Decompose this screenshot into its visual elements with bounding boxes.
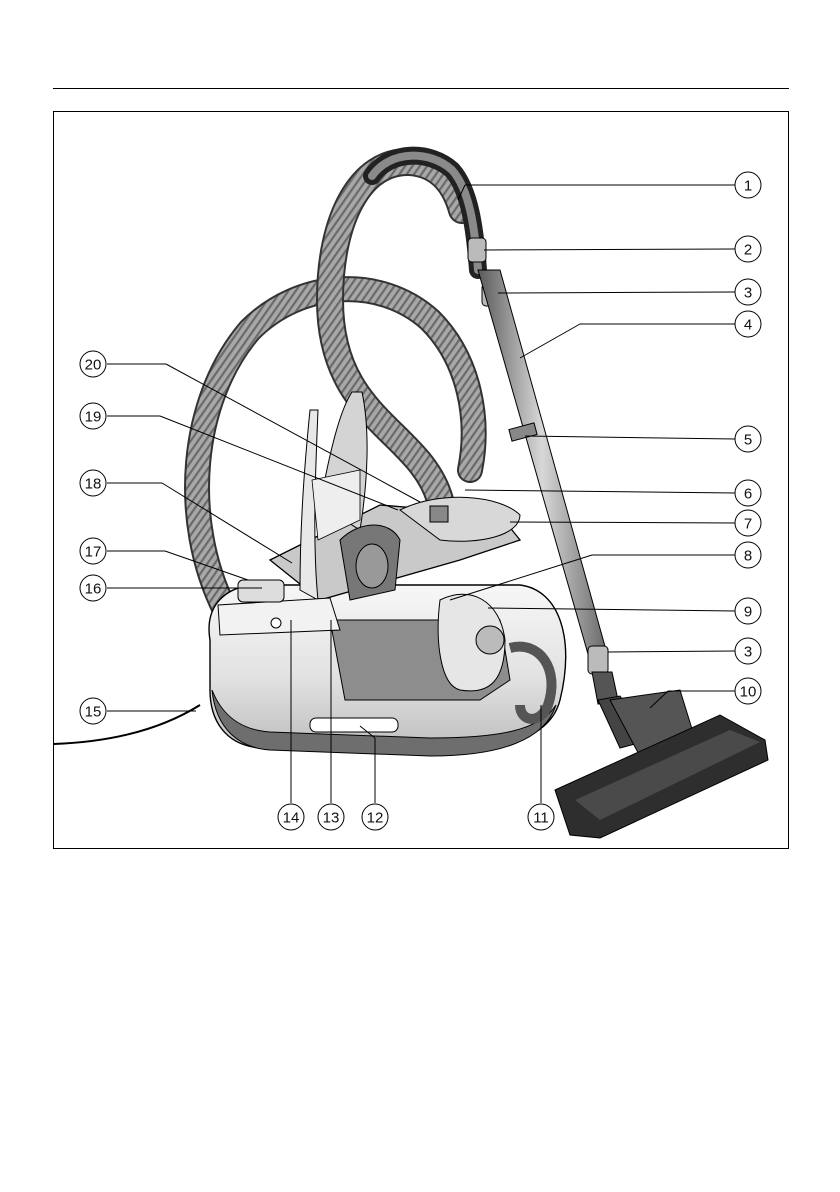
svg-text:8: 8 — [744, 548, 752, 565]
svg-text:19: 19 — [85, 409, 102, 426]
svg-text:14: 14 — [283, 810, 300, 827]
svg-text:2: 2 — [744, 242, 752, 259]
svg-text:1: 1 — [744, 178, 752, 195]
callout-18: 18 — [80, 470, 106, 496]
callout-6: 6 — [735, 480, 761, 506]
svg-text:15: 15 — [85, 704, 102, 721]
callout-10: 10 — [735, 678, 761, 704]
leader-7 — [510, 522, 735, 523]
callout-14: 14 — [278, 804, 304, 830]
svg-text:5: 5 — [744, 432, 752, 449]
svg-text:20: 20 — [85, 357, 102, 374]
svg-text:16: 16 — [85, 581, 102, 598]
leader-3b — [608, 651, 735, 652]
callout-15: 15 — [80, 698, 106, 724]
svg-text:3: 3 — [744, 644, 752, 661]
svg-text:13: 13 — [323, 810, 340, 827]
callout-19: 19 — [80, 403, 106, 429]
callout-13: 13 — [318, 804, 344, 830]
callout-20: 20 — [80, 351, 106, 377]
callout-16: 16 — [80, 575, 106, 601]
svg-text:12: 12 — [367, 810, 384, 827]
leader-5 — [525, 436, 735, 439]
leader-6 — [465, 490, 735, 493]
svg-text:10: 10 — [740, 684, 757, 701]
callout-8: 8 — [735, 542, 761, 568]
callout-4: 4 — [735, 311, 761, 337]
tube-release-lower — [588, 646, 608, 674]
leader-2 — [484, 249, 735, 250]
svg-text:18: 18 — [85, 476, 102, 493]
leader-3a — [498, 292, 735, 293]
callout-5: 5 — [735, 426, 761, 452]
callout-7: 7 — [735, 510, 761, 536]
svg-text:7: 7 — [744, 516, 752, 533]
svg-text:4: 4 — [744, 317, 752, 334]
body-slot — [310, 718, 398, 732]
callout-1: 1 — [735, 172, 761, 198]
svg-text:9: 9 — [744, 604, 752, 621]
callout-11: 11 — [528, 804, 554, 830]
svg-text:11: 11 — [533, 810, 549, 827]
svg-text:3: 3 — [744, 285, 752, 302]
svg-text:6: 6 — [744, 486, 752, 503]
callout-2: 2 — [735, 236, 761, 262]
callout-17: 17 — [80, 538, 106, 564]
body-top-rim — [218, 598, 340, 635]
callout-3a: 3 — [735, 279, 761, 305]
callout-3b: 3 — [735, 638, 761, 664]
handle-slider — [468, 238, 486, 262]
control-panel — [238, 580, 284, 602]
callout-9: 9 — [735, 598, 761, 624]
svg-text:17: 17 — [85, 544, 102, 561]
callout-12: 12 — [362, 804, 388, 830]
